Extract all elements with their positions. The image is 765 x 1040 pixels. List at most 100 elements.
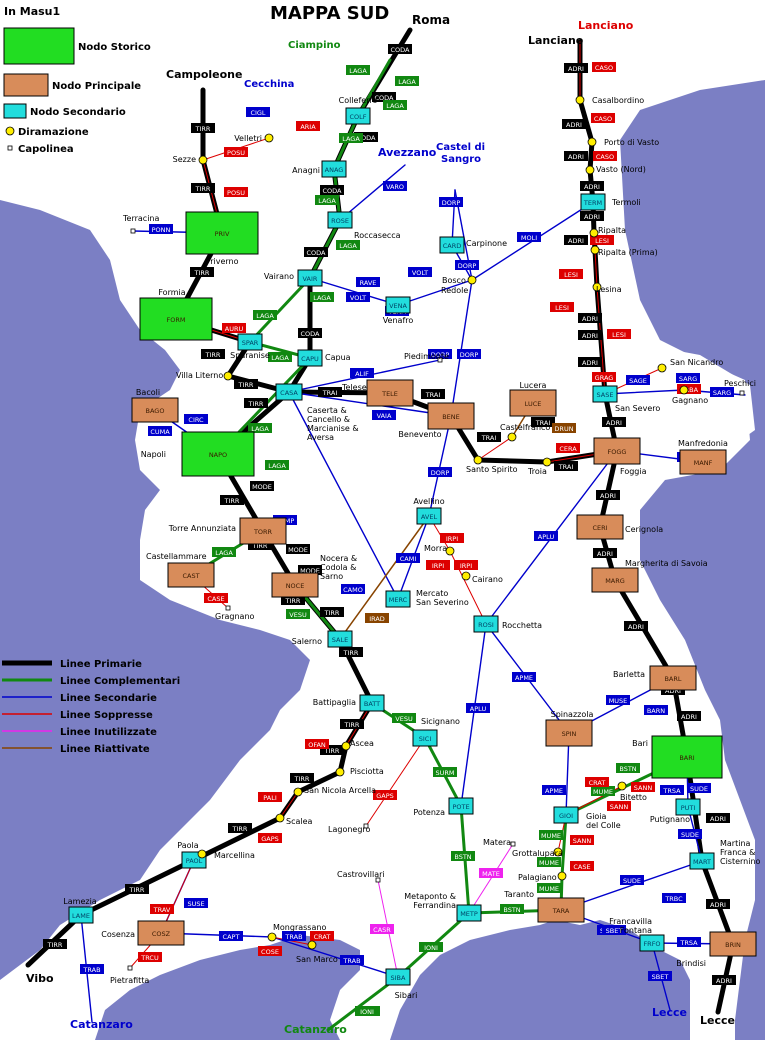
node-name: Anagni: [292, 166, 320, 175]
node-name: Rocchetta: [502, 621, 542, 630]
place-lesina: Lesina: [592, 282, 622, 294]
line-code-text: SANN: [573, 837, 592, 845]
line-code-text: TIRR: [232, 825, 248, 833]
line-code-coda: CODA: [320, 185, 344, 195]
line-code-laga: LAGA: [310, 292, 334, 302]
line-code-vesu: VESU: [286, 609, 310, 619]
legend-node-capolinea: Capolinea: [7, 144, 74, 155]
node-name: Franca &: [720, 848, 755, 857]
node-code: POTE: [452, 803, 469, 811]
line-code-volt: VOLT: [346, 292, 370, 302]
line-code-tirr: TIRR: [339, 647, 363, 657]
place-name: Sezze: [173, 155, 196, 164]
line-code-surm: SURM: [433, 767, 457, 777]
line-code-text: MODE: [300, 567, 320, 575]
place-mongrassano: Mongrassano: [267, 923, 326, 942]
line-code-text: VARO: [386, 183, 404, 191]
line-code-adri: ADRI: [602, 417, 626, 427]
line-code-text: ADRI: [566, 121, 582, 129]
node-code: BARL: [664, 675, 681, 683]
place-redole: Redole: [441, 286, 468, 295]
node-name: Avellino: [413, 497, 444, 506]
legend-line-complementari: Linee Complementari: [2, 676, 180, 687]
place-sangro: Sangro: [441, 154, 481, 165]
line-code-irpi: IRPI: [454, 560, 478, 570]
line-code-text: ADRI: [582, 332, 598, 340]
line-code-text: TIRR: [194, 269, 210, 277]
line-code-laga: LAGA: [253, 310, 277, 320]
place-terracina: Terracina: [122, 214, 159, 234]
line-code-gaps: GAPS: [373, 790, 397, 800]
line-code-sude: SUDE: [687, 783, 711, 793]
node-box: [679, 449, 727, 475]
line-code-text: MUSE: [609, 697, 628, 705]
diramazione-marker: [589, 228, 599, 238]
line-code-text: DORP: [442, 199, 461, 207]
line-code-coda: CODA: [304, 247, 328, 257]
line-code-volt: VOLT: [408, 267, 432, 277]
line-code-text: BSTN: [619, 765, 636, 773]
legend-line-secondarie: Linee Secondarie: [2, 693, 157, 704]
line-secondarie-rosi-pote: [460, 623, 487, 807]
node-name: Cosenza: [101, 930, 135, 939]
line-code-adri: ADRI: [677, 711, 701, 721]
line-code-varo: VARO: [383, 181, 407, 191]
place-gragnano: Gragnano: [215, 605, 255, 621]
line-code-bstn: BSTN: [500, 904, 524, 914]
line-code-trai: TRAI: [421, 389, 445, 399]
line-code-capt: CAPT: [219, 931, 243, 941]
line-code-text: SUDE: [681, 831, 699, 839]
node-code: SPIN: [562, 730, 577, 738]
corner-label: In Masu1: [4, 5, 60, 18]
line-soppresse-narc-scal: [279, 791, 299, 819]
node-box: [297, 349, 323, 367]
node-code: VENA: [389, 302, 407, 310]
line-code-laga: LAGA: [339, 133, 363, 143]
